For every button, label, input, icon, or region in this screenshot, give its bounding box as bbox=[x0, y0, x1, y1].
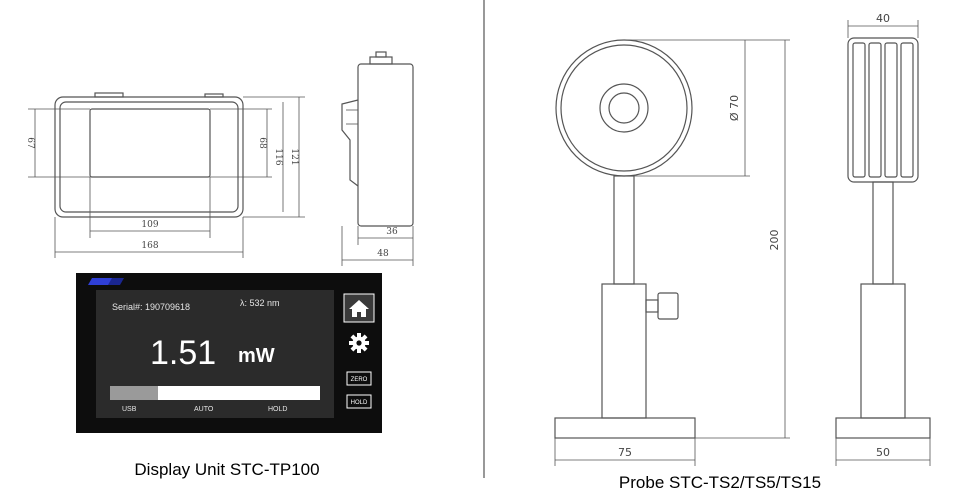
display-front-view bbox=[28, 92, 305, 258]
dim-probe-side-base: 50 bbox=[876, 446, 890, 459]
serial-label: Serial#: 190709618 bbox=[112, 302, 190, 312]
svg-text:HOLD: HOLD bbox=[351, 400, 368, 406]
wavelength-label: λ: 532 nm bbox=[240, 298, 280, 308]
svg-text:ZERO: ZERO bbox=[351, 377, 368, 383]
dim-height-mid: 116 bbox=[273, 148, 283, 165]
zero-button[interactable]: ZERO bbox=[346, 371, 372, 386]
dim-width-outer: 168 bbox=[141, 241, 158, 251]
dim-depth-outer: 48 bbox=[377, 249, 389, 259]
progress-track bbox=[110, 386, 320, 400]
power-unit: mW bbox=[238, 345, 275, 367]
dim-height-outer: 121 bbox=[289, 148, 299, 165]
footer-usb: USB bbox=[122, 406, 137, 413]
power-reading: 1.51 bbox=[150, 334, 216, 372]
dim-screen-width: 109 bbox=[141, 220, 158, 230]
device-screen: Serial#: 190709618 λ: 532 nm 1.51 mW USB… bbox=[76, 273, 382, 433]
footer-auto: AUTO bbox=[194, 406, 214, 413]
dim-depth-inner: 36 bbox=[386, 227, 398, 237]
dim-diameter: Ø 70 bbox=[728, 95, 741, 121]
right-caption: Probe STC-TS2/TS5/TS15 bbox=[619, 473, 821, 492]
dim-probe-height: 200 bbox=[768, 230, 781, 251]
progress-fill bbox=[110, 386, 158, 400]
dim-probe-base-width: 75 bbox=[618, 446, 632, 459]
probe-side-view bbox=[835, 20, 931, 466]
dim-probe-depth: 40 bbox=[876, 12, 890, 25]
display-side-view bbox=[341, 51, 414, 266]
footer-hold: HOLD bbox=[268, 406, 287, 413]
brand-logo bbox=[88, 278, 124, 285]
dim-screen-height: 67 bbox=[25, 137, 35, 149]
hold-button[interactable]: HOLD bbox=[346, 394, 372, 409]
home-icon[interactable] bbox=[343, 293, 375, 323]
probe-front-view bbox=[554, 39, 790, 466]
gear-icon[interactable] bbox=[349, 333, 369, 353]
left-caption: Display Unit STC-TP100 bbox=[134, 460, 319, 479]
dim-height-inner: 68 bbox=[257, 137, 267, 149]
